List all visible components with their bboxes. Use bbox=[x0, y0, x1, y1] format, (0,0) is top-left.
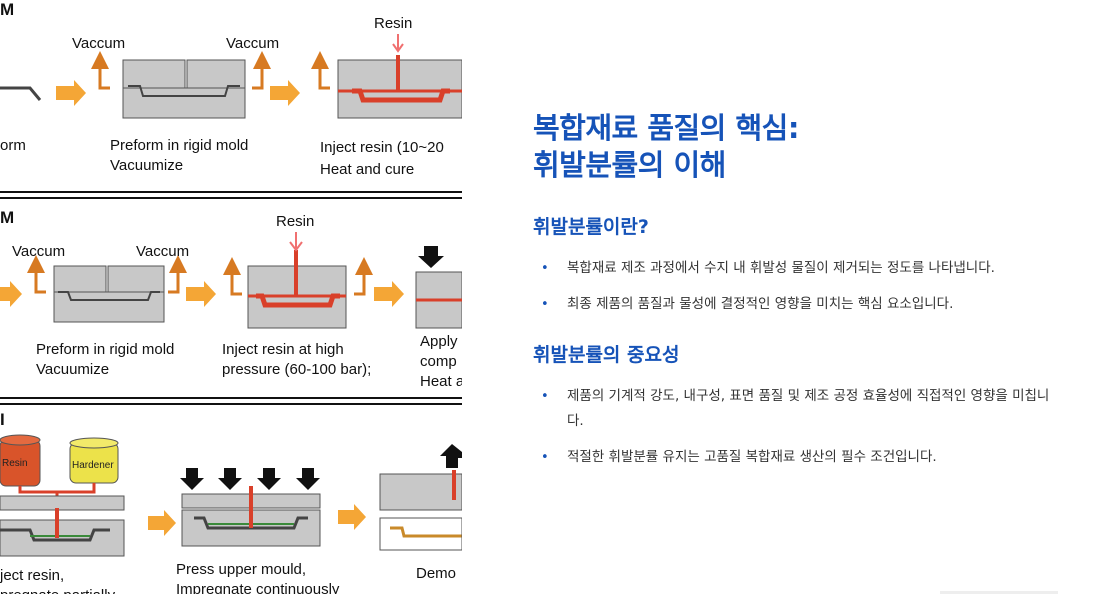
panel2-caption-far-3: Heat a bbox=[420, 373, 462, 390]
panel2-mold-bottom bbox=[53, 291, 165, 323]
bullet-text: 적절한 휘발분률 유지는 고품질 복합재료 생산의 필수 조건입니다. bbox=[567, 449, 937, 465]
panel2-caption-mid-2: Vacuumize bbox=[36, 361, 110, 378]
footer-divider bbox=[940, 591, 1058, 594]
panel3-part bbox=[0, 528, 110, 542]
panel1-resin-arrow bbox=[392, 34, 404, 53]
section-heading-definition: 휘발분률이란? bbox=[533, 216, 649, 238]
panel3-resin-tank-top bbox=[0, 434, 41, 446]
panel1-vacuum-arrow-3 bbox=[311, 51, 330, 90]
panel1-arrow-2 bbox=[270, 80, 300, 106]
list-item: • 최종 제품의 품질과 물성에 결정적인 영향을 미치는 핵심 요소입니다. bbox=[533, 292, 1063, 317]
panel2-arrow-3 bbox=[374, 281, 404, 307]
panel1-arrow-1 bbox=[56, 80, 86, 106]
panel3-label: I bbox=[0, 410, 5, 429]
panel3-arrow-2 bbox=[338, 504, 366, 530]
list-item: • 제품의 기계적 강도, 내구성, 표면 품질 및 제조 공정 효율성에 직접… bbox=[533, 384, 1063, 434]
panel2-resin-arrow bbox=[289, 232, 303, 252]
panel2-caption-mid-1: Preform in rigid mold bbox=[36, 341, 175, 358]
panel2-caption-far-1: Apply bbox=[420, 333, 458, 350]
bullet-text: 복합재료 제조 과정에서 수지 내 휘발성 물질이 제거되는 정도를 나타냅니다… bbox=[567, 260, 995, 276]
panel3-press-arrows bbox=[180, 468, 320, 490]
panel2-vacuum-arrow-3 bbox=[223, 257, 242, 296]
panel3-mold-top bbox=[0, 495, 125, 511]
slide-content: 복합재료 품질의 핵심: 휘발분률의 이해 휘발분률이란? • 복합재료 제조 … bbox=[533, 110, 1073, 481]
panel1-label: M bbox=[0, 0, 15, 19]
panel3-caption-mid-1: Press upper mould, bbox=[176, 561, 307, 578]
panel2-press-arrow bbox=[418, 246, 444, 268]
bullet-text: 최종 제품의 품질과 물성에 결정적인 영향을 미치는 핵심 요소입니다. bbox=[567, 296, 954, 312]
panel2-mold-top-left bbox=[53, 265, 107, 293]
panel1-vacuum-right: Vaccum bbox=[226, 35, 280, 52]
panel1-vacuum-arrow-right bbox=[252, 51, 271, 90]
panel2-caption-far-2: comp bbox=[420, 353, 457, 370]
panel2-preform bbox=[58, 291, 160, 301]
panel2-resin: Resin bbox=[276, 213, 315, 230]
bullet-list-definition: • 복합재료 제조 과정에서 수지 내 휘발성 물질이 제거되는 정도를 나타냅… bbox=[533, 256, 1073, 317]
section-heading-importance: 휘발분률의 중요성 bbox=[533, 344, 680, 366]
process-diagram-graphics bbox=[0, 34, 462, 557]
press-arrow bbox=[296, 468, 320, 490]
panel2-caption-right-2: pressure (60-100 bar); bbox=[222, 361, 372, 378]
panel-divider bbox=[0, 397, 462, 399]
panel3-demold-part bbox=[390, 526, 462, 538]
process-diagram: M Vaccum Vaccum Resin orm Preform in rig… bbox=[0, 0, 462, 594]
panel1-caption-mid-2: Vacuumize bbox=[110, 157, 184, 174]
bullet-text: 제품의 기계적 강도, 내구성, 표면 품질 및 제조 공정 효율성에 직접적인… bbox=[567, 388, 1050, 429]
panel2-vacuum-arrow-right bbox=[168, 255, 187, 294]
panel2-label: M bbox=[0, 208, 15, 227]
panel1-caption-left: orm bbox=[0, 137, 26, 154]
panel-divider bbox=[0, 191, 462, 193]
panel3-mold-open-top bbox=[379, 473, 462, 511]
press-arrow bbox=[257, 468, 281, 490]
slide-title-line-1: 복합재료 품질의 핵심: bbox=[533, 111, 799, 145]
panel2-vacuum-arrow-4 bbox=[354, 257, 373, 296]
panel2-arrow-1 bbox=[0, 281, 22, 307]
panel-divider bbox=[0, 197, 462, 199]
bullet-list-importance: • 제품의 기계적 강도, 내구성, 표면 품질 및 제조 공정 효율성에 직접… bbox=[533, 384, 1073, 470]
panel2-mold-top-right bbox=[107, 265, 165, 293]
panel3-caption-mid-2: Impregnate continuously bbox=[176, 581, 340, 594]
bullet-icon: • bbox=[541, 389, 549, 404]
panel1-vacuum-arrow-left bbox=[91, 51, 110, 90]
panel-divider bbox=[0, 403, 462, 405]
panel3-caption-left-1: ject resin, bbox=[0, 567, 65, 584]
panel3-caption-left-2: pregnate partially bbox=[0, 586, 115, 594]
panel1-resin: Resin bbox=[374, 15, 413, 32]
panel2-vacuum-arrow-left bbox=[27, 255, 46, 294]
panel1-preform-shape bbox=[0, 86, 42, 101]
press-arrow bbox=[218, 468, 242, 490]
panel2-caption-right-1: Inject resin at high bbox=[222, 341, 344, 358]
panel1-mold-top-left bbox=[122, 59, 186, 89]
slide-title: 복합재료 품질의 핵심: 휘발분률의 이해 bbox=[533, 110, 1073, 184]
panel3-mold-bottom bbox=[0, 519, 125, 557]
panel3-lift-arrow bbox=[440, 444, 462, 468]
panel3-resin-tank-label: Resin bbox=[2, 458, 28, 469]
panel1-resin-part bbox=[352, 88, 450, 103]
panel3-mold-open-bottom bbox=[379, 517, 462, 551]
bullet-icon: • bbox=[541, 261, 549, 276]
panel1-caption-right-1: Inject resin (10~20 bbox=[320, 139, 444, 156]
slide-title-line-2: 휘발분률의 이해 bbox=[533, 148, 726, 182]
panel2-arrow-2 bbox=[186, 281, 216, 307]
panel3-caption-right: Demo bbox=[416, 565, 457, 582]
panel3-arrow-1 bbox=[148, 510, 176, 536]
bullet-icon: • bbox=[541, 450, 549, 465]
list-item: • 적절한 휘발분률 유지는 고품질 복합재료 생산의 필수 조건입니다. bbox=[533, 445, 1063, 470]
press-arrow bbox=[180, 468, 204, 490]
panel1-caption-mid-1: Preform in rigid mold bbox=[110, 137, 249, 154]
panel3-hardener-tank-top bbox=[69, 437, 119, 449]
panel1-vacuum-left: Vaccum bbox=[72, 35, 126, 52]
panel2-vacuum-left: Vaccum bbox=[12, 243, 66, 260]
panel2-vacuum-right: Vaccum bbox=[136, 243, 190, 260]
bullet-icon: • bbox=[541, 297, 549, 312]
panel1-mold-bottom bbox=[122, 87, 246, 119]
panel3-hardener-tank-label: Hardener bbox=[72, 460, 114, 471]
list-item: • 복합재료 제조 과정에서 수지 내 휘발성 물질이 제거되는 정도를 나타냅… bbox=[533, 256, 1063, 281]
panel1-preform bbox=[128, 85, 240, 97]
panel1-caption-right-2: Heat and cure bbox=[320, 161, 415, 178]
panel1-mold-top-right bbox=[186, 59, 246, 89]
panel2-resin-part bbox=[256, 293, 340, 308]
